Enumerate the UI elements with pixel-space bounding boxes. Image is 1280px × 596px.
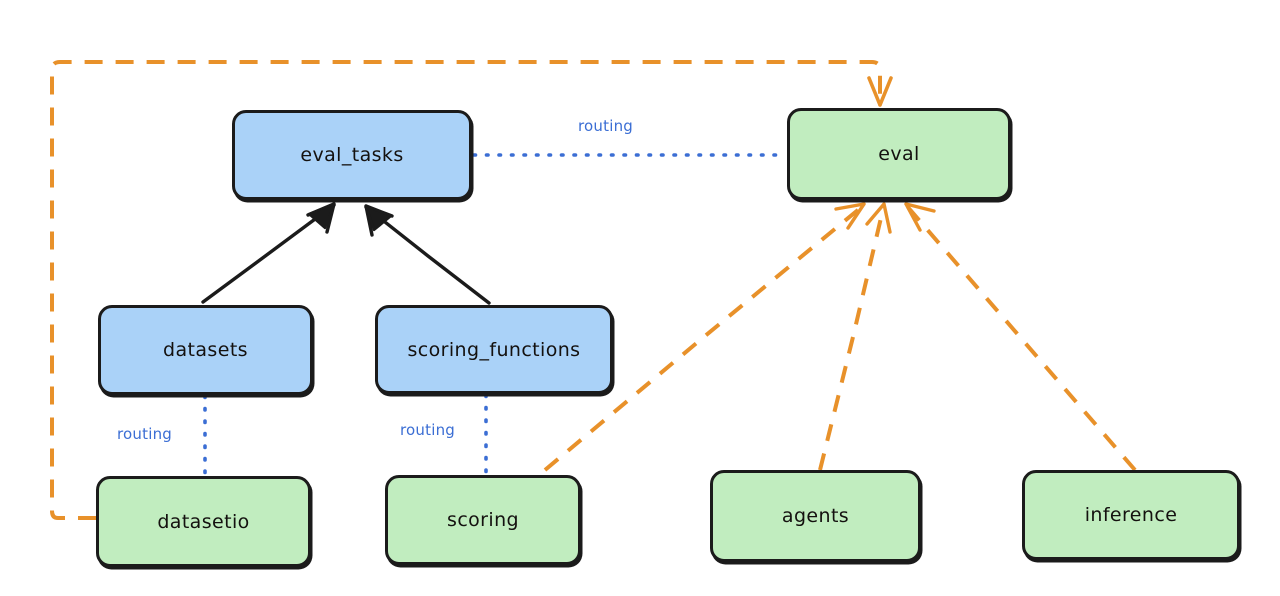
node-inference[interactable]: inference [1022,470,1240,560]
node-label-inference: inference [1084,504,1178,526]
node-label-datasets: datasets [163,339,248,361]
node-datasetio[interactable]: datasetio [96,476,311,567]
node-label-eval-tasks: eval_tasks [300,144,404,166]
edge-label-routing-datasets-datasetio: routing [117,425,172,443]
edge-datasetio-to-eval [50,60,893,520]
node-scoring[interactable]: scoring [385,475,581,565]
edge-label-routing-scoring-functions-scoring: routing [400,421,455,439]
edge-scoring-to-eval [543,202,866,472]
node-datasets[interactable]: datasets [98,305,313,395]
node-agents[interactable]: agents [710,470,921,562]
node-eval-tasks[interactable]: eval_tasks [232,110,472,200]
node-eval[interactable]: eval [787,108,1011,200]
edge-datasets-to-eval_tasks [201,202,336,304]
node-label-scoring-functions: scoring_functions [407,338,581,361]
edge-label-routing-eval-tasks-eval: routing [578,117,633,135]
edge-inference-to-eval [904,202,1137,472]
node-label-eval: eval [878,143,920,165]
edge-scoring_functions-to-eval_tasks [364,204,491,305]
edge-agents-to-eval [818,202,892,471]
node-scoring-functions[interactable]: scoring_functions [375,305,613,394]
node-label-scoring: scoring [447,509,519,531]
node-label-agents: agents [781,505,850,527]
node-label-datasetio: datasetio [157,510,250,533]
